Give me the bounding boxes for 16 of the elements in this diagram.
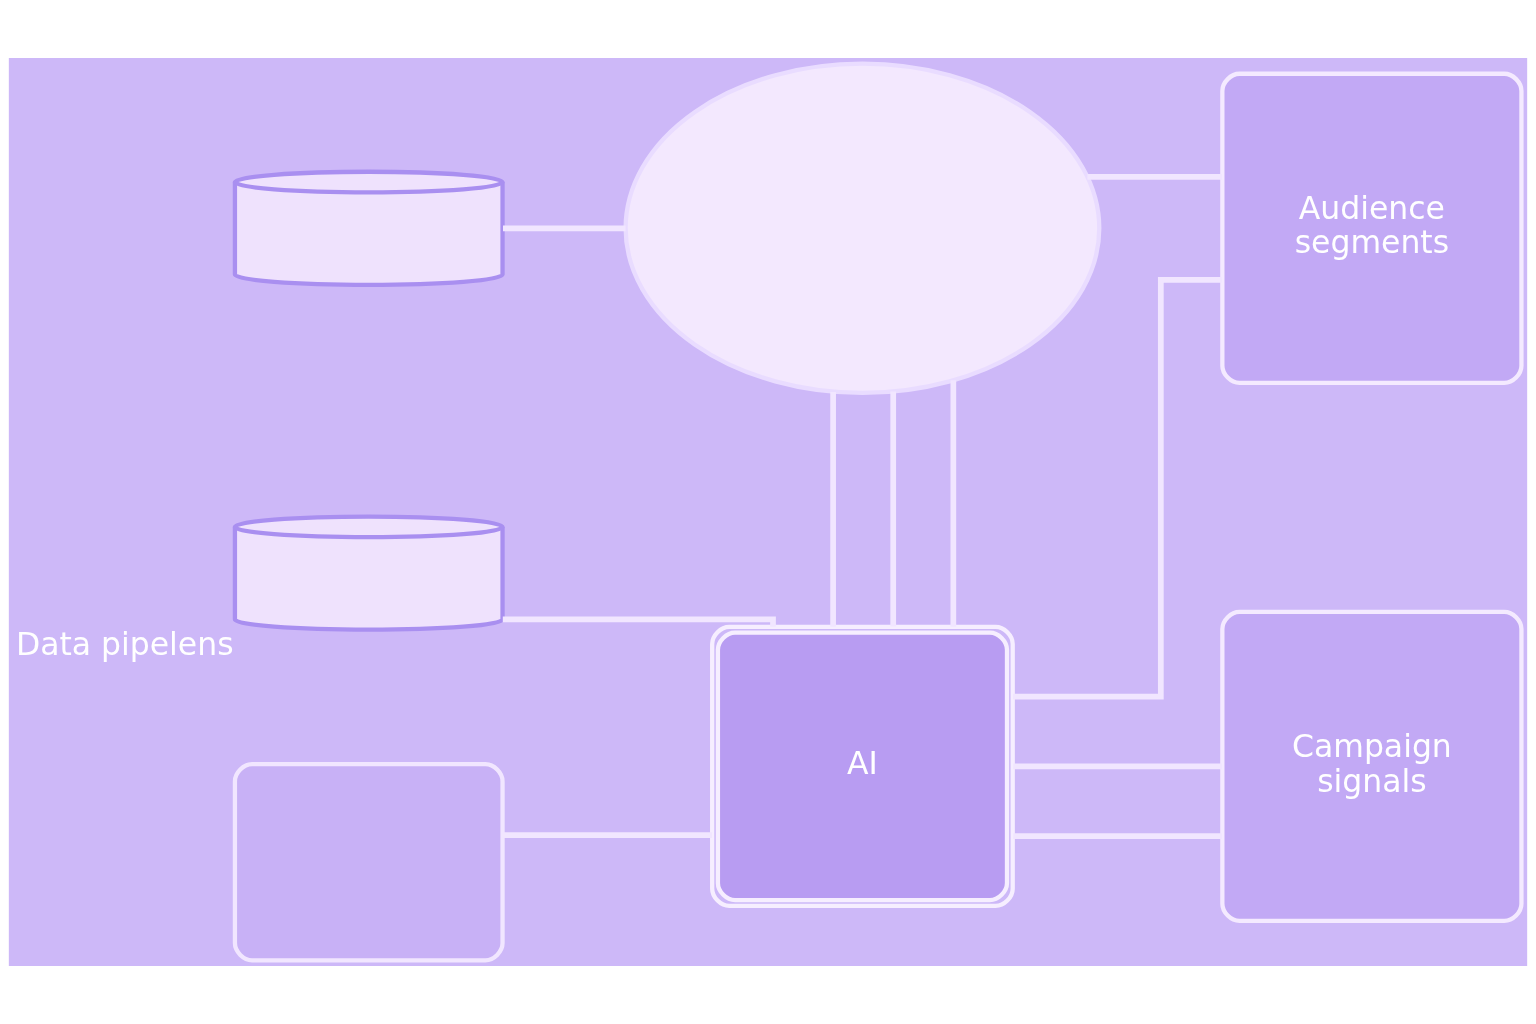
connector [1087,173,1223,180]
connector [502,616,776,627]
connector [950,380,957,627]
connector [1013,763,1222,770]
connector [1012,276,1222,700]
node-box [232,762,505,963]
connector [1013,833,1222,839]
node-box: Audience segments [1220,71,1524,385]
connector [503,832,713,838]
node-cloud [623,61,1102,395]
node-box: AI [710,624,1015,909]
connector [503,225,626,232]
connector [830,391,836,627]
node-label: Data pipelens [15,625,234,662]
node-box: Campaign signals [1220,609,1524,924]
connector [890,391,897,627]
